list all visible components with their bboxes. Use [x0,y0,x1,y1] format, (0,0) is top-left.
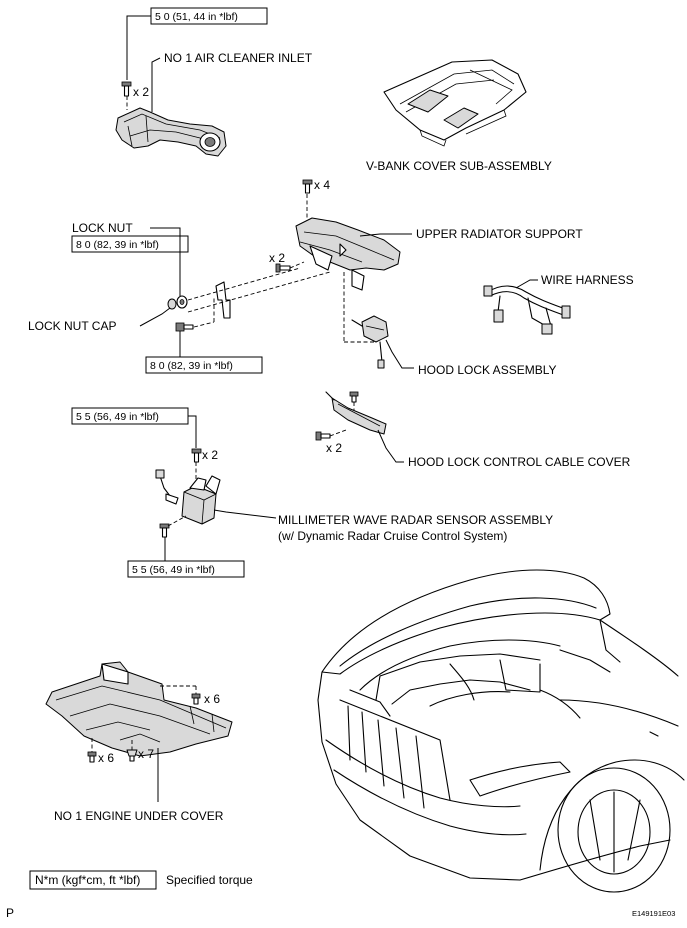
torque-box-radar-lower [127,560,245,578]
hood-lock-assembly-part [351,315,389,369]
label-mmw-radar-sensor: MILLIMETER WAVE RADAR SENSOR ASSEMBLY [278,513,553,527]
clip-icon [126,749,138,762]
leader-air-cleaner-torque [126,15,151,80]
bolt-icon [87,751,97,763]
qty-cable-cover-bolts: x 2 [326,441,342,455]
leader-lock-nut-cap-bolt [150,331,181,359]
bolt-icon [121,81,132,97]
hood-lock-group: HOOD LOCK ASSEMBLY [343,272,557,377]
label-wire-harness: WIRE HARNESS [541,273,634,287]
lock-nut-cap-icon [167,298,177,310]
label-hood-lock-control-cable-cover: HOOD LOCK CONTROL CABLE COVER [408,455,631,469]
label-vbank-cover: V-BANK COVER SUB-ASSEMBLY [366,159,552,173]
torque-radar-lower: 5 5 (56, 49 in *lbf) [132,564,215,576]
torque-lock-nut-cap-bolt: 8 0 (82, 39 in *lbf) [150,360,233,372]
bolt-icon [349,391,359,403]
label-air-cleaner-inlet: NO 1 AIR CLEANER INLET [164,51,313,65]
leader-radar-lower-torque [150,537,166,564]
torque-box-lock-nut [71,235,189,253]
leader-radar-upper-torque [188,415,197,448]
bolt-icon [315,431,331,441]
upper-radiator-support-part [295,217,401,291]
lock-nut-group: LOCK NUT 8 0 (82, 39 in *lbf) LOCK NUT C… [28,221,331,374]
label-lock-nut-cap: LOCK NUT CAP [28,319,116,333]
leader-cable-cover [377,429,404,463]
cable-cover-group: x 2 HOOD LOCK CONTROL CABLE COVER [315,391,631,469]
torque-air-cleaner: 5 0 (51, 44 in *lbf) [155,11,238,23]
torque-radar-upper: 5 5 (56, 49 in *lbf) [76,411,159,423]
leader-upper-support [359,233,412,237]
radar-sensor-part [155,469,221,525]
vbank-cover-group: V-BANK COVER SUB-ASSEMBLY [366,59,552,173]
engine-under-cover-group: x 6 x 6 x 7 NO 1 ENGINE UNDER COVER [45,661,233,823]
bolt-icon [191,448,202,463]
qty-radar-bolts: x 2 [202,448,218,462]
leader-lock-nut [150,227,181,296]
bolt-icon [275,263,291,273]
bolt-icon [191,693,201,705]
vbank-cover-part [383,59,527,147]
engine-under-cover-part [45,661,233,757]
qty-upper-support-bolts: x 4 [314,178,330,192]
lock-nut-icon [176,295,188,309]
radar-sensor-group: 5 5 (56, 49 in *lbf) x 2 MILLIMETER WAVE… [71,407,553,578]
legend: N*m (kgf*cm, ft *lbf) Specified torque [29,870,253,890]
stay-bracket [215,281,231,319]
qty-air-cleaner-bolt: x 2 [133,85,149,99]
qty-upper-support-side-bolts: x 2 [269,251,285,265]
bolt-icon [302,179,313,194]
torque-box-lock-nut-cap-bolt [145,356,263,374]
bolt-icon [159,523,170,538]
torque-lock-nut: 8 0 (82, 39 in *lbf) [76,239,159,251]
label-mmw-radar-sensor-note: (w/ Dynamic Radar Cruise Control System) [278,529,507,543]
legend-unit: N*m (kgf*cm, ft *lbf) [35,873,140,887]
figure-id: E149191E03 [632,909,675,918]
label-hood-lock-assembly: HOOD LOCK ASSEMBLY [418,363,557,377]
air-cleaner-inlet-part [115,107,227,157]
wire-harness-group: WIRE HARNESS [483,273,634,335]
leader-hood-lock [385,339,414,369]
air-cleaner-inlet-group: 5 0 (51, 44 in *lbf) x 2 NO 1 AIR CLEANE… [115,7,313,157]
label-upper-radiator-support: UPPER RADIATOR SUPPORT [416,227,583,241]
qty-under-cover-clips: x 7 [138,747,154,761]
legend-torque-box [29,870,157,890]
wire-harness-part [483,285,571,335]
leader-radar-sensor [213,509,277,519]
leader-wire-harness [515,279,538,289]
vehicle-front-illustration [317,569,685,893]
cable-cover-part [325,391,387,435]
footer-left-code: P [6,906,14,920]
label-lock-nut: LOCK NUT [72,221,133,235]
qty-under-cover-right: x 6 [204,692,220,706]
upper-radiator-support-group: x 4 UPPER RADIATOR SUPPORT x 2 [269,178,583,291]
label-engine-under-cover: NO 1 ENGINE UNDER COVER [54,809,224,823]
leader-lock-nut-cap [139,307,171,327]
qty-under-cover-left: x 6 [98,751,114,765]
legend-description: Specified torque [166,873,253,887]
leader-air-cleaner-label [151,57,161,112]
bolt-icon [175,322,194,332]
